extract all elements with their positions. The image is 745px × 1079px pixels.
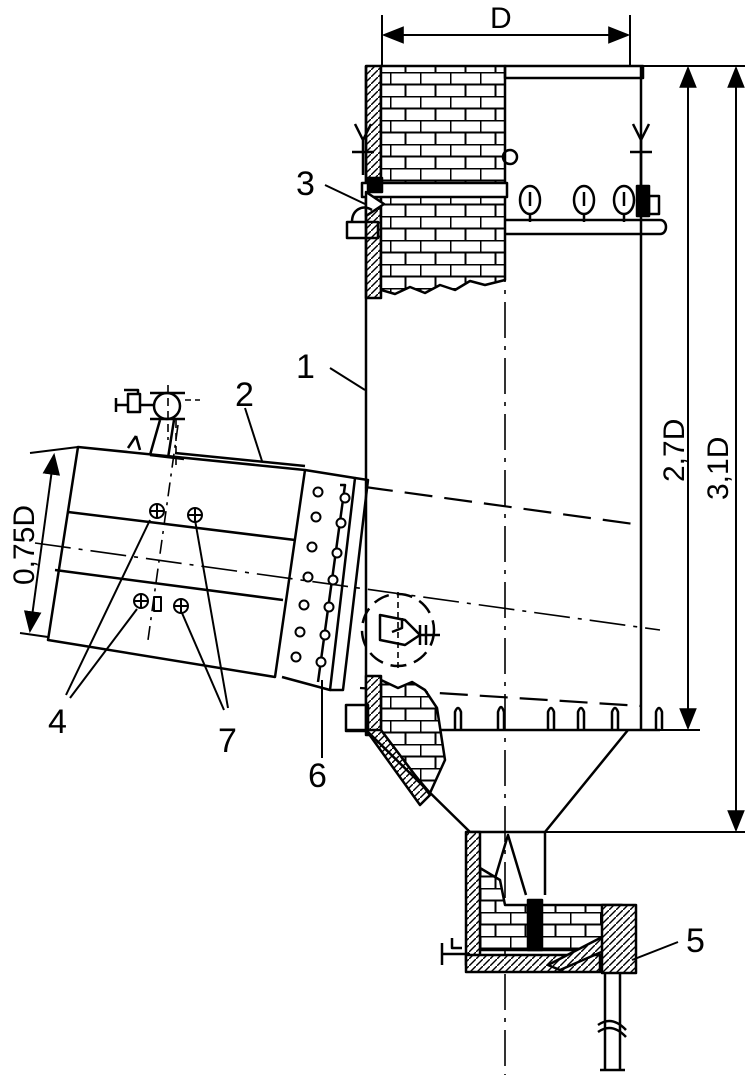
label-2: 2 xyxy=(235,376,254,414)
discharge-box xyxy=(600,903,638,975)
discharge-handle xyxy=(440,938,470,965)
pipe-break xyxy=(597,1019,627,1038)
side-burner xyxy=(360,592,440,668)
leader-3 xyxy=(324,184,366,205)
discharge-cone xyxy=(365,729,629,834)
cone-lining xyxy=(364,728,432,807)
dim-label-31d: 3,1D xyxy=(702,437,735,500)
screw-shaft xyxy=(526,898,544,952)
label-1: 1 xyxy=(296,348,315,386)
inspection-ports xyxy=(133,503,203,614)
leader-lines xyxy=(65,184,679,961)
leader-1 xyxy=(329,367,366,391)
label-7: 7 xyxy=(218,722,237,760)
label-3: 3 xyxy=(296,165,315,203)
discharge-hatch-left xyxy=(464,830,482,967)
drum-jacket xyxy=(174,451,306,468)
label-4: 4 xyxy=(48,703,67,741)
nozzles xyxy=(518,184,636,222)
leader-7a xyxy=(194,519,229,709)
burner-ring xyxy=(345,123,668,240)
upper-brick-masonry xyxy=(379,64,507,296)
drum-top-burner xyxy=(114,385,200,465)
drum-rib-top xyxy=(67,510,296,542)
drum-end-flange xyxy=(281,468,370,692)
dim-075-ext-bottom xyxy=(19,632,49,638)
leader-2 xyxy=(244,407,263,462)
discharge-unit xyxy=(440,830,638,1072)
part-labels: 3 1 2 4 7 6 5 xyxy=(48,165,705,960)
ring-pipe-joint xyxy=(501,148,519,166)
drum-inner-axis xyxy=(147,424,179,641)
ring-collector xyxy=(345,206,380,240)
label-6: 6 xyxy=(308,757,327,795)
leader-4a xyxy=(65,519,151,696)
leader-7b xyxy=(181,612,225,711)
dimension-lines xyxy=(19,15,745,833)
ring-block xyxy=(366,176,384,194)
dim-label-d: D xyxy=(490,2,512,35)
ring-valve-bracket xyxy=(647,194,661,216)
dim-label-27d: 2,7D xyxy=(658,419,691,482)
leader-5 xyxy=(631,941,679,961)
grate-left-ledge xyxy=(344,703,370,733)
drum xyxy=(46,385,370,692)
lower-shaft xyxy=(344,674,664,896)
label-5: 5 xyxy=(686,922,705,960)
ring-band xyxy=(360,181,509,199)
ring-valve-body xyxy=(635,184,651,218)
top-rim xyxy=(503,64,645,80)
leader-4b xyxy=(69,608,138,699)
grate-bars xyxy=(453,705,664,730)
air-valves xyxy=(352,123,652,185)
dimension-labels: D 2,7D 3,1D 0,75D xyxy=(8,2,735,585)
dim-label-075d: 0,75D xyxy=(8,505,41,585)
drum-bolts xyxy=(290,486,351,668)
dim-075-arrow xyxy=(23,452,61,634)
dim-075-ext-top xyxy=(29,446,79,454)
drum-rib-bottom xyxy=(54,568,284,602)
gas-ring-pipe xyxy=(505,218,668,236)
